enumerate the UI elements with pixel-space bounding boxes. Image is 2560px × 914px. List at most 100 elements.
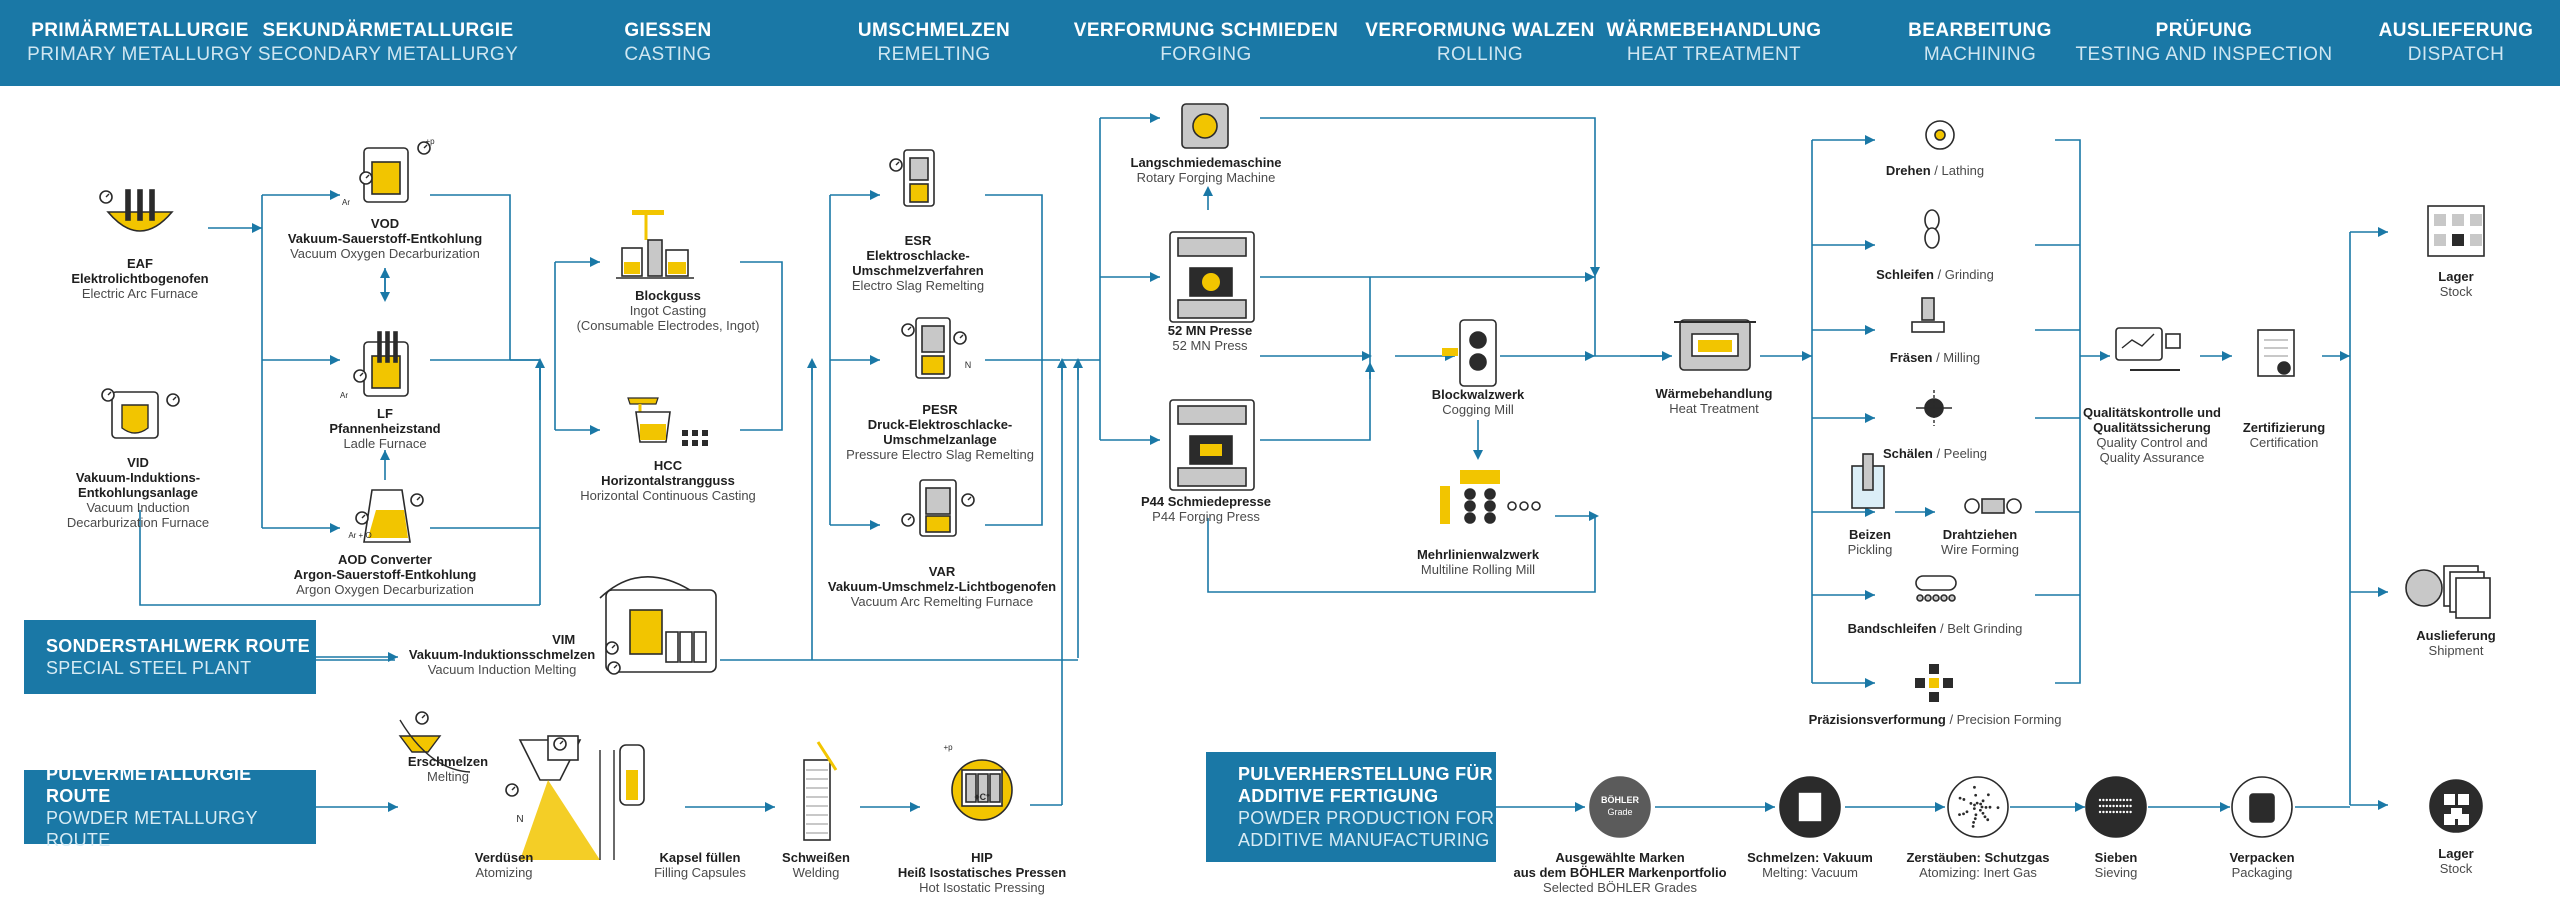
stage-title-en: FORGING — [1160, 44, 1252, 65]
node-title: Blockwalzwerk — [1431, 387, 1525, 402]
arrow-head-icon — [1865, 507, 1875, 517]
stage-title-en: REMELTING — [877, 44, 991, 65]
welding-icon — [803, 741, 838, 841]
arrow-head-icon — [2222, 351, 2232, 361]
node-code: VAR — [928, 564, 956, 579]
belt-grinding-icon — [1915, 575, 1957, 602]
node-title: Vakuum-Induktions- — [75, 470, 201, 485]
node-subtitle: Multiline Rolling Mill — [1420, 562, 1536, 577]
node-title: Qualitätskontrolle und — [2083, 405, 2221, 420]
node-subtitle: / Precision Forming — [1945, 712, 2062, 727]
stage-title-de: WÄRMEBEHANDLUNG — [1606, 20, 1822, 41]
node-title: Schmelzen: Vakuum — [1747, 850, 1873, 865]
node-subtitle: Welding — [792, 865, 840, 880]
node-subtitle: / Lathing — [1930, 163, 1985, 178]
node-subtitle-line2: (Consumable Electrodes, Ingot) — [576, 318, 760, 333]
packaging-icon — [2231, 776, 2293, 838]
node-title: Kapsel füllen — [659, 850, 741, 865]
node-title: Druck-Elektroschlacke- — [867, 417, 1013, 432]
n2-label: N — [516, 814, 523, 825]
node-title: Zerstäuben: Schutzgas — [1906, 850, 2050, 865]
node-subtitle: Hot Isostatic Pressing — [919, 880, 1045, 895]
stage-title-en: ROLLING — [1436, 44, 1524, 65]
stage-title-de: PRIMÄRMETALLURGIE — [31, 20, 249, 41]
node-title: Langschmiedemaschine — [1130, 155, 1282, 170]
node-turning: Drehen / Lathing — [1886, 163, 1984, 178]
arrow-head-icon — [1865, 135, 1875, 145]
grade-label: Grade — [1607, 807, 1632, 817]
route-title-de-line1: PULVERHERSTELLUNG FÜR — [1238, 764, 1493, 784]
node-title: Heiß Isostatisches Pressen — [897, 865, 1067, 880]
node-subtitle: Electric Arc Furnace — [81, 286, 199, 301]
node-title: Fräsen — [1889, 350, 1933, 365]
stage-title-en: SECONDARY METALLURGY — [257, 44, 519, 65]
node-title: Schweißen — [782, 850, 850, 865]
capsule-icon — [619, 744, 645, 806]
node-subtitle: Vacuum Oxygen Decarburization — [290, 246, 480, 261]
arrow-head-icon — [2100, 351, 2110, 361]
stage-title-de: BEARBEITUNG — [1908, 20, 2052, 41]
aod-converter-icon: Ar + O — [348, 489, 424, 543]
node-milling: Fräsen / Milling — [1890, 350, 1980, 365]
node-subtitle: 52 MN Press — [1172, 338, 1248, 353]
vid-furnace-icon — [101, 388, 180, 439]
peeling-icon — [1916, 390, 1952, 426]
arrow-head-icon — [388, 652, 398, 662]
node-title: Bandschleifen — [1847, 621, 1937, 636]
arrow-head-icon — [590, 425, 600, 435]
wire-drawing-icon — [1964, 498, 2022, 514]
var-furnace-icon — [901, 479, 975, 537]
pressure-label: +p — [425, 137, 435, 146]
node-subtitle: / Grinding — [1933, 267, 1994, 282]
flow-connector — [2055, 139, 2081, 684]
node-title: Elektroschlacke- — [866, 248, 970, 263]
node-grinding: Schleifen / Grinding — [1876, 267, 1994, 282]
node-subtitle: Melting — [427, 769, 469, 784]
node-subtitle: P44 Forging Press — [1152, 509, 1260, 524]
node-title: Präzisionsverformung — [1808, 712, 1946, 727]
flow-connector — [985, 362, 1043, 526]
arrow-head-icon — [1585, 351, 1595, 361]
node-title: Blockguss — [635, 288, 701, 303]
ar-label: Ar — [340, 391, 348, 400]
stage-header-bar — [0, 0, 2560, 86]
inert-gas-atomizing-icon — [1947, 776, 2009, 838]
cogging-mill-icon — [1442, 319, 1497, 387]
arrow-head-icon — [1590, 267, 1600, 277]
node-title-line2: aus dem BÖHLER Markenportfolio — [1513, 865, 1727, 880]
press-52mn-icon — [1169, 231, 1255, 323]
stage-title-en: PRIMARY METALLURGY — [27, 44, 253, 65]
arrow-head-icon — [1589, 511, 1599, 521]
node-subtitle: Stock — [2439, 284, 2473, 299]
arrow-head-icon — [1802, 351, 1812, 361]
node-subtitle: Vacuum Arc Remelting Furnace — [850, 594, 1034, 609]
node-belt-grinding: Bandschleifen / Belt Grinding — [1848, 621, 2023, 636]
node-title: Verdüsen — [474, 850, 534, 865]
node-code: ESR — [904, 233, 932, 248]
arrow-head-icon — [1365, 362, 1375, 372]
stage-title-en: MACHINING — [1923, 44, 2037, 65]
arrow-head-icon — [1865, 590, 1875, 600]
pickling-icon — [1851, 453, 1885, 509]
shipment-icon — [2405, 565, 2491, 619]
node-code: EAF — [126, 256, 153, 271]
arrow-head-icon — [1203, 186, 1213, 196]
node-subtitle: Vacuum Induction — [86, 500, 190, 515]
arrow-head-icon — [2378, 227, 2388, 237]
arrow-head-icon — [1585, 272, 1595, 282]
